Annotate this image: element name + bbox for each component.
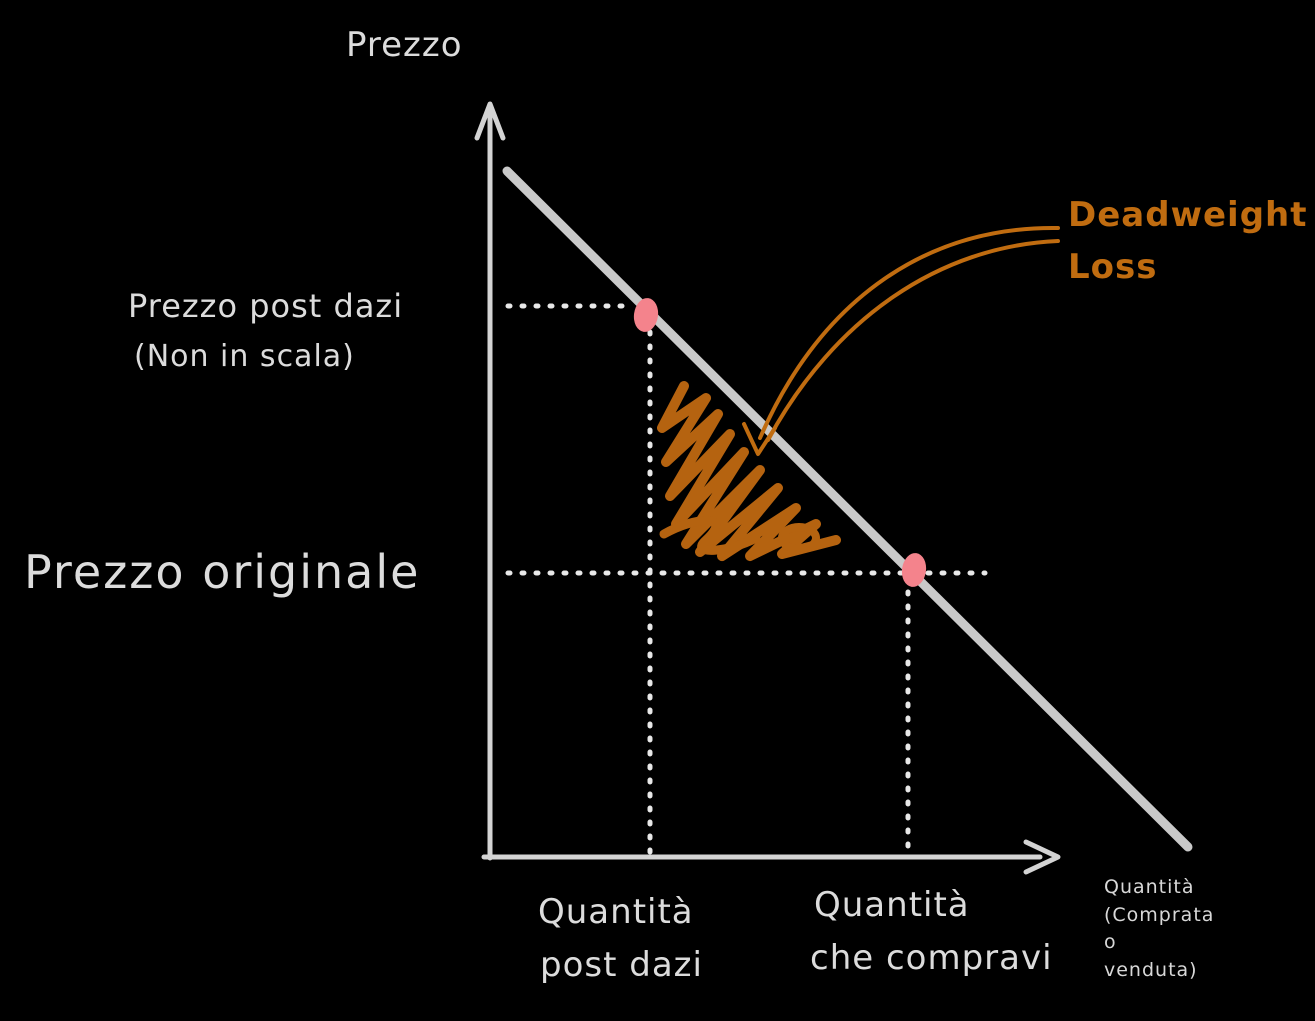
deadweight-loss-label-line2: Loss — [1068, 247, 1158, 287]
qty-post-tariff-label-line2: post dazi — [540, 945, 703, 985]
deadweight-loss-scribble — [657, 381, 841, 561]
deadweight-loss-label-line1: Deadweight — [1068, 195, 1308, 235]
price-original-point — [901, 553, 927, 587]
price-original-label: Prezzo originale — [24, 545, 421, 599]
price-post-tariff-label: Prezzo post dazi — [128, 287, 404, 325]
x-axis-label-line4: venduta) — [1104, 958, 1198, 981]
x-axis-label-line3: o — [1104, 931, 1117, 954]
x-axis-label: Quantità (Comprata o venduta) — [1104, 874, 1214, 984]
price-post-tariff-point — [633, 298, 659, 332]
y-axis-arrowhead-icon — [474, 101, 506, 141]
x-axis-arrowhead-icon — [1023, 839, 1061, 875]
deadweight-loss-scribble-circle — [778, 523, 820, 553]
x-axis-label-line1: Quantità — [1104, 876, 1195, 898]
qty-bought-label-line2: che compravi — [810, 938, 1053, 978]
qty-bought-label-line1: Quantità — [814, 885, 970, 925]
deadweight-arrow-shaft-2 — [766, 239, 1060, 442]
x-axis-label-line2: (Comprata — [1104, 903, 1215, 926]
demand-line — [502, 166, 1193, 852]
y-axis-label: Prezzo — [346, 25, 463, 65]
deadweight-loss-scribble-loop — [659, 516, 761, 555]
qty-post-tariff-label-line1: Quantità — [538, 892, 694, 932]
price-post-tariff-sublabel: (Non in scala) — [134, 339, 355, 374]
deadweight-arrowhead-icon — [742, 422, 777, 456]
deadweight-arrow-shaft — [758, 225, 1060, 440]
